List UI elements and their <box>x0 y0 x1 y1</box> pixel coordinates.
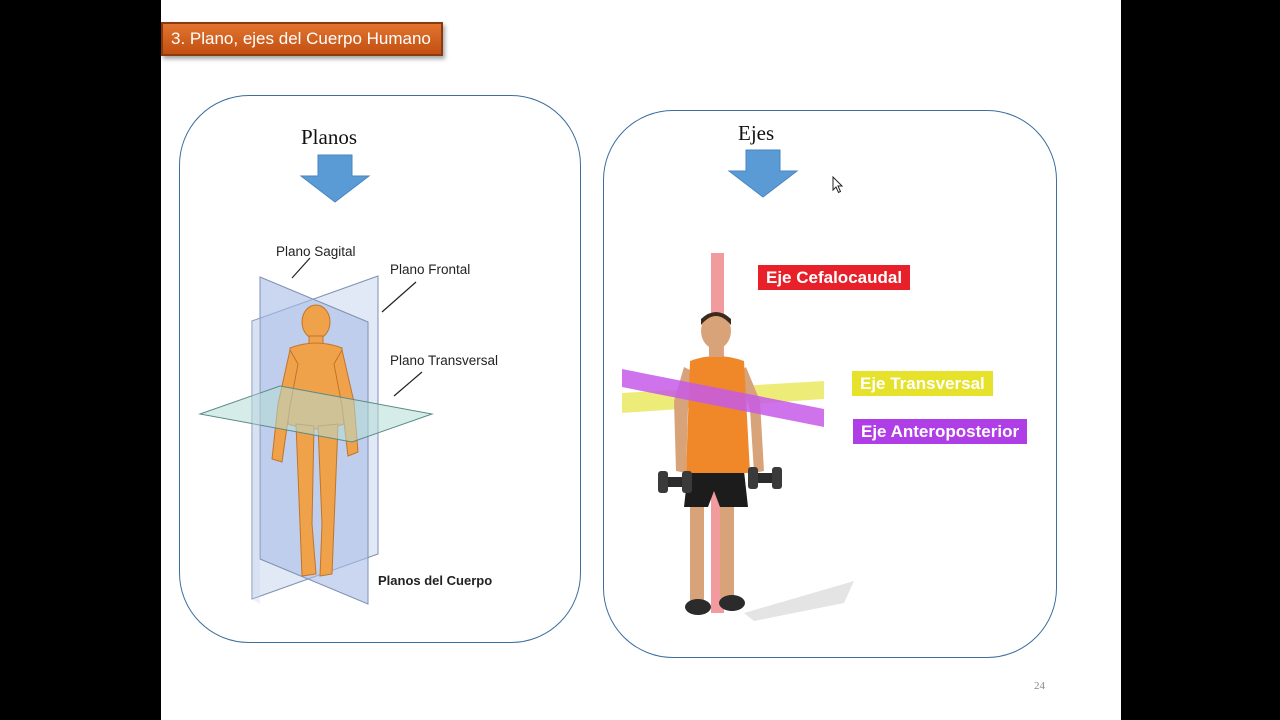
body-planes-illustration <box>198 275 434 605</box>
planes-heading: Planos <box>301 125 358 149</box>
planes-pointer-lines <box>291 257 423 397</box>
slide: 3. Plano, ejes del Cuerpo Humano Planos <box>161 0 1121 720</box>
axes-down-arrow-icon <box>727 149 799 198</box>
transverse-plane-label: Plano Transversal <box>390 353 499 368</box>
page-number: 24 <box>1034 680 1045 692</box>
slide-title: 3. Plano, ejes del Cuerpo Humano <box>161 22 443 56</box>
axes-panel: Ejes <box>603 110 1057 658</box>
sagittal-plane-label: Plano Sagital <box>276 244 356 259</box>
anteroposterior-axis-label: Eje Anteroposterior <box>853 419 1028 444</box>
cephalocaudal-axis-label: Eje Cefalocaudal <box>758 265 911 290</box>
planes-panel: Planos <box>179 95 581 643</box>
transverse-axis-label: Eje Transversal <box>852 371 993 396</box>
planes-down-arrow-icon <box>299 154 371 203</box>
axes-heading: Ejes <box>738 121 775 145</box>
athlete-axes-illustration <box>622 253 854 621</box>
planes-caption: Planos del Cuerpo <box>378 573 493 588</box>
mouse-cursor-icon <box>832 176 844 194</box>
frontal-plane-label: Plano Frontal <box>390 262 471 277</box>
